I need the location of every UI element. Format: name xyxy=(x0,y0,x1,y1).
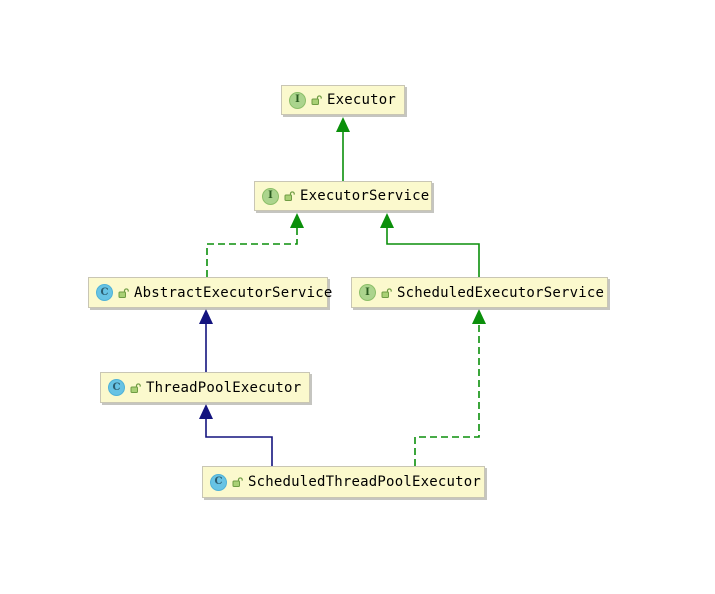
edge-scheduledexecutorservice-extends-executorservice xyxy=(380,213,480,277)
node-scheduledexecutorservice[interactable]: I ScheduledExecutorService xyxy=(351,277,608,308)
interface-icon: I xyxy=(289,91,306,109)
class-icon: C xyxy=(108,379,125,396)
edge-abstractexecutorservice-implements-executorservice xyxy=(206,213,304,277)
node-label: Executor xyxy=(327,92,397,108)
class-icon: C xyxy=(210,473,227,491)
public-open-lock-icon xyxy=(232,477,243,487)
node-label: ThreadPoolExecutor xyxy=(146,379,302,396)
node-label: ScheduledThreadPoolExecutor xyxy=(248,474,481,490)
edge-scheduledthreadpoolexecutor-implements-scheduledexecutorservice xyxy=(414,309,486,466)
node-label: ScheduledExecutorService xyxy=(397,284,605,301)
edge-threadpoolexecutor-extends-abstractexecutorservice xyxy=(199,309,213,372)
node-label: AbstractExecutorService xyxy=(134,284,333,301)
public-open-lock-icon xyxy=(381,287,392,298)
interface-icon: I xyxy=(359,284,376,301)
interface-icon: I xyxy=(262,187,279,205)
node-abstractexecutorservice[interactable]: C AbstractExecutorService xyxy=(88,277,332,308)
public-open-lock-icon xyxy=(311,95,322,105)
edge-scheduledthreadpoolexecutor-extends-threadpoolexecutor xyxy=(199,404,273,466)
public-open-lock-icon xyxy=(284,191,295,201)
node-label: ExecutorService xyxy=(300,188,430,204)
node-scheduledthreadpoolexecutor[interactable]: C ScheduledThreadPoolExecutor xyxy=(202,466,485,498)
edge-executorservice-extends-executor xyxy=(336,117,350,181)
public-open-lock-icon xyxy=(130,382,141,393)
public-open-lock-icon xyxy=(118,287,129,298)
node-threadpoolexecutor[interactable]: C ThreadPoolExecutor xyxy=(100,372,310,403)
node-executor[interactable]: I Executor xyxy=(281,85,405,115)
node-executorservice[interactable]: I ExecutorService xyxy=(254,181,432,211)
class-icon: C xyxy=(96,284,113,301)
